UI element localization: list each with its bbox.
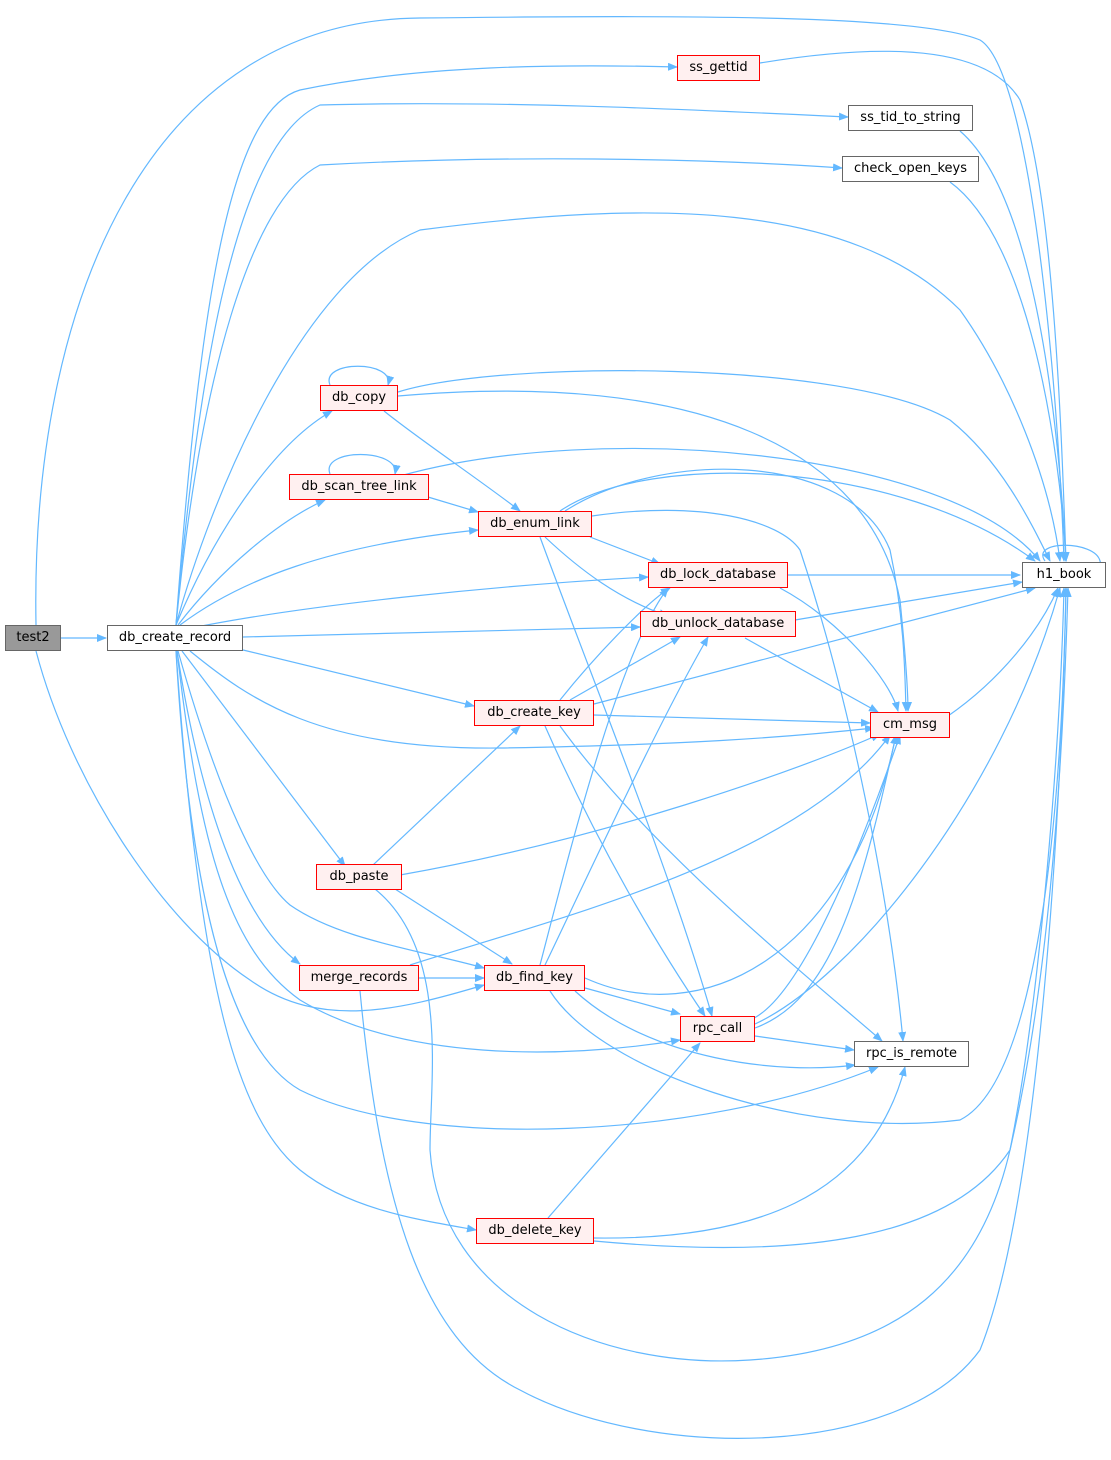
edge-check_open_keys-h1_book: [949, 181, 1070, 562]
edge-db_copy-db_enum_link: [383, 410, 521, 512]
edge-dcr-rpc_is_remote: [175, 650, 879, 1130]
edge-test2-db_find_key: [35, 650, 485, 1012]
node-rpc_call[interactable]: rpc_call: [680, 1016, 755, 1042]
edge-dcr-db_scan_tree_link: [177, 499, 326, 626]
edge-dck-rpc_is_remote: [559, 725, 883, 1042]
edge-dstl-db_enum_link: [427, 496, 479, 514]
edge-dck-h1_book: [593, 586, 1036, 705]
node-db_copy[interactable]: db_copy: [320, 385, 398, 411]
edge-db_paste-db_create_key: [372, 725, 521, 866]
node-db_create_key[interactable]: db_create_key: [474, 700, 594, 726]
edge-dcr-ss_tid_to_string: [175, 103, 849, 626]
node-db_paste[interactable]: db_paste: [316, 864, 402, 890]
edge-ss_gettid-h1_book: [759, 50, 1070, 562]
edge-dfk-rpc_is_remote: [574, 990, 856, 1071]
edge-dstl-h1_book: [399, 447, 1041, 562]
edge-dcr-rpc_call: [176, 650, 681, 1053]
edge-rpc_call-cm_msg: [749, 734, 901, 1021]
node-db_create_record[interactable]: db_create_record: [107, 625, 243, 651]
edge-cm_msg-h1_book: [947, 587, 1059, 717]
edge-db_scan_tree_link-self: [328, 453, 401, 475]
edge-dud-cm_msg: [744, 637, 879, 713]
node-db_find_key[interactable]: db_find_key: [484, 965, 585, 991]
edge-del-db_unlock_database: [544, 536, 669, 617]
edge-test2-h1_book: [35, 16, 1068, 626]
edge-dcr-db_lock_database: [181, 573, 649, 631]
node-db_scan_tree_link[interactable]: db_scan_tree_link: [289, 474, 429, 500]
edge-dcr-ss_gettid: [175, 62, 678, 626]
edge-dcr-db_find_key: [177, 650, 485, 970]
edge-ddk-rpc_call: [547, 1042, 701, 1219]
edge-db_paste-h1_book: [374, 587, 1068, 1362]
edge-dcr-check_open_keys: [175, 158, 843, 626]
node-db_lock_database[interactable]: db_lock_database: [648, 562, 788, 588]
node-rpc_is_remote[interactable]: rpc_is_remote: [854, 1041, 969, 1067]
edge-dcr-cm_msg: [189, 650, 875, 749]
edge-dcr-db_delete_key: [175, 650, 477, 1233]
edge-mr-cm_msg: [409, 734, 891, 966]
edge-dfk-db_unlock_database: [544, 636, 709, 966]
node-h1_book[interactable]: h1_book: [1022, 562, 1106, 588]
node-db_enum_link[interactable]: db_enum_link: [478, 511, 592, 537]
edge-dcr-db_enum_link: [179, 526, 479, 626]
edge-ss_tid_to_string-h1_book: [959, 130, 1070, 562]
edge-dud-h1_book: [794, 579, 1023, 621]
edge-db_paste-cm_msg: [399, 733, 881, 876]
edge-ddk-h1_book: [593, 587, 1072, 1249]
edge-del-rpc_call: [539, 536, 714, 1017]
edge-rpc_call-rpc_is_remote: [754, 1035, 855, 1053]
edge-db_copy-h1_book: [397, 370, 1051, 562]
edge-dcr-db_copy: [175, 410, 333, 626]
edge-mr-h1_book: [359, 587, 1070, 1439]
node-test2: test2: [5, 625, 61, 651]
edge-dcr-h1_book: [175, 212, 1063, 626]
edge-del-db_lock_database: [589, 536, 661, 565]
edge-dfk-h1_book: [549, 587, 1070, 1124]
edge-dcr-db_paste: [181, 650, 346, 867]
edge-dcr-db_unlock_database: [242, 623, 641, 638]
edge-dcr-db_create_key: [242, 649, 475, 708]
edge-dck-rpc_call: [544, 725, 706, 1017]
edge-dck-cm_msg: [593, 714, 871, 727]
edge-del-rpc_is_remote: [591, 509, 907, 1042]
node-merge_records[interactable]: merge_records: [299, 965, 419, 991]
edge-rpc_call-h1_book: [754, 587, 1062, 1025]
edge-del-h1_book: [559, 472, 1036, 562]
node-check_open_keys[interactable]: check_open_keys: [842, 156, 979, 182]
edge-dfk-db_lock_database: [539, 587, 669, 966]
edge-db_copy-cm_msg: [397, 390, 912, 712]
edge-dld-cm_msg: [779, 587, 900, 712]
edge-dck-db_unlock_database: [569, 636, 681, 701]
edge-db_paste-db_find_key: [394, 888, 513, 965]
node-db_unlock_database[interactable]: db_unlock_database: [640, 611, 796, 637]
node-cm_msg[interactable]: cm_msg: [870, 712, 950, 738]
edge-rpc_call-cm_msg-2: [754, 734, 898, 1029]
edge-del-cm_msg: [564, 468, 910, 712]
edge-ddk-rpc_is_remote: [593, 1066, 907, 1239]
node-db_delete_key[interactable]: db_delete_key: [476, 1218, 594, 1244]
edge-db_copy-self: [328, 365, 395, 386]
edge-dck-db_lock_database: [559, 587, 671, 701]
edge-dcr-merge_records: [176, 650, 301, 965]
node-ss_gettid[interactable]: ss_gettid: [677, 55, 760, 81]
node-ss_tid_to_string[interactable]: ss_tid_to_string: [848, 105, 973, 131]
edge-dfk-cm_msg: [584, 734, 899, 995]
edge-dfk-rpc_call: [584, 987, 681, 1016]
